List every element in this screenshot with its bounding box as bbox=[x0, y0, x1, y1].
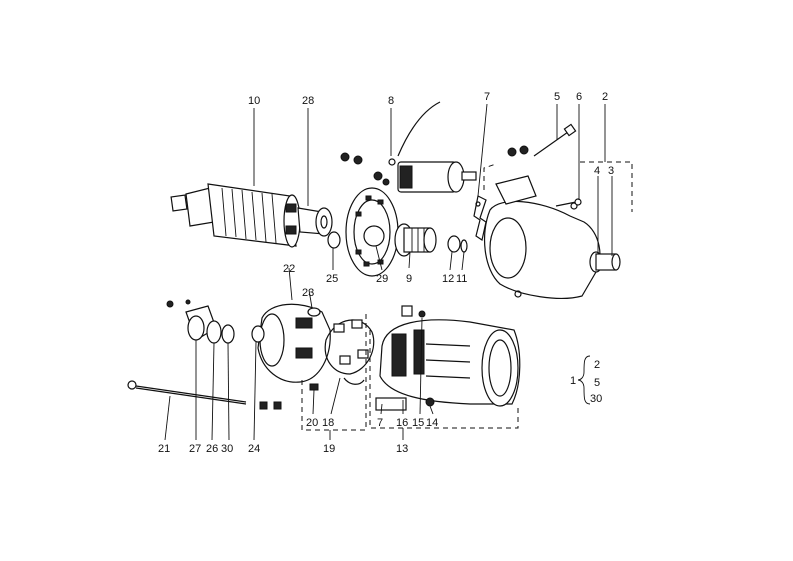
brush-plate-part-18 bbox=[324, 319, 375, 385]
callout-22: 22 bbox=[283, 263, 295, 275]
bolt-part-5 bbox=[533, 123, 577, 157]
callout-29: 29 bbox=[376, 273, 388, 285]
callout-16: 16 bbox=[396, 417, 408, 429]
brush-group-bracket-19 bbox=[301, 310, 367, 431]
nut-parts-lower bbox=[259, 401, 282, 410]
brush-part-20 bbox=[309, 383, 319, 391]
group-callout-1: 1 bbox=[570, 375, 576, 387]
callout-21: 21 bbox=[158, 443, 170, 455]
callout-7: 7 bbox=[484, 91, 490, 103]
callout-15: 15 bbox=[412, 417, 424, 429]
callout-11: 11 bbox=[456, 273, 467, 285]
group-callout-2: 2 bbox=[594, 359, 600, 371]
armature-part bbox=[170, 183, 325, 248]
group-callout-5: 5 bbox=[594, 377, 600, 389]
ring-part-12 bbox=[447, 235, 461, 253]
callout-23: 23 bbox=[302, 287, 314, 299]
shift-lever-part-7 bbox=[473, 195, 487, 241]
callout-5: 5 bbox=[554, 91, 560, 103]
through-bolt-part-21 bbox=[127, 380, 247, 405]
spacer-part-25 bbox=[327, 231, 341, 249]
callout-20: 20 bbox=[306, 417, 318, 429]
callout-3: 3 bbox=[608, 165, 614, 177]
callout-2: 2 bbox=[602, 91, 608, 103]
seal-part-26 bbox=[206, 320, 222, 344]
callout-28: 28 bbox=[302, 95, 314, 107]
assembly-group-legend bbox=[577, 355, 591, 405]
callout-26: 26 bbox=[206, 443, 218, 455]
screw-part-6 bbox=[555, 198, 582, 207]
callout-17: 7 bbox=[377, 417, 383, 429]
callout-27: 27 bbox=[189, 443, 201, 455]
commutator-end-bracket-part-22 bbox=[251, 303, 331, 383]
callout-13: 13 bbox=[396, 443, 408, 455]
leader-lines bbox=[164, 103, 613, 441]
bearing-plate-part-29 bbox=[345, 187, 399, 277]
callout-12: 12 bbox=[442, 273, 454, 285]
callout-8: 8 bbox=[388, 95, 394, 107]
field-yoke-part-13 bbox=[375, 305, 521, 411]
callout-24: 24 bbox=[248, 443, 260, 455]
group-callout-30: 30 bbox=[590, 393, 602, 405]
housing-group-bracket bbox=[483, 161, 633, 212]
circlip-part-11 bbox=[460, 239, 468, 253]
callout-25: 25 bbox=[326, 273, 338, 285]
callout-6: 6 bbox=[576, 91, 582, 103]
bush-part-23 bbox=[307, 307, 321, 317]
drive-end-housing-part-2 bbox=[483, 175, 621, 299]
solenoid-part-8 bbox=[388, 101, 477, 193]
callout-9: 9 bbox=[406, 273, 412, 285]
yoke-group-bracket-13 bbox=[369, 330, 519, 429]
callout-4: 4 bbox=[594, 165, 600, 177]
callout-19: 19 bbox=[323, 443, 335, 455]
callout-18: 18 bbox=[322, 417, 334, 429]
callout-30: 30 bbox=[221, 443, 233, 455]
callout-10: 10 bbox=[248, 95, 260, 107]
callout-14: 14 bbox=[426, 417, 438, 429]
washer-part-30 bbox=[221, 324, 235, 344]
nut-parts-upper bbox=[340, 152, 390, 186]
nut-parts-housing bbox=[507, 145, 529, 157]
washer-part-28 bbox=[315, 207, 333, 237]
callout-labels: 10 28 8 7 5 6 2 4 3 25 29 9 12 11 22 23 … bbox=[158, 91, 614, 455]
drive-pinion-part-9 bbox=[394, 223, 437, 257]
